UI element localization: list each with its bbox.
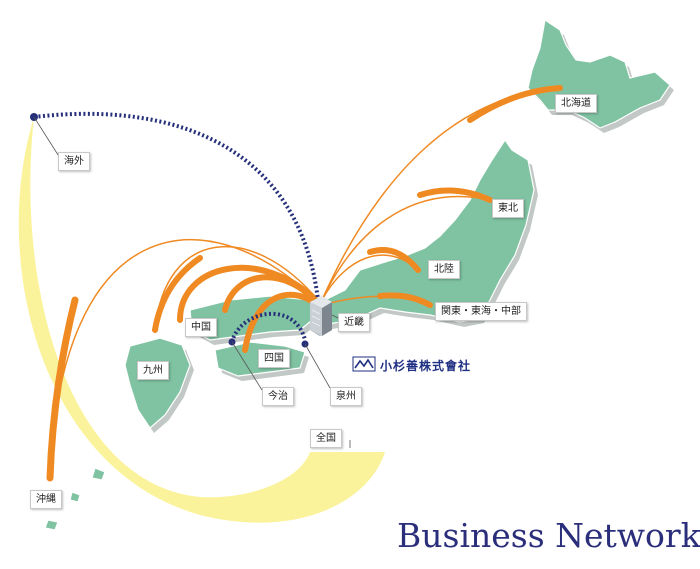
company-name: 小杉善株式會社 bbox=[380, 358, 472, 373]
domestic-routes bbox=[46, 85, 563, 482]
label-zenkoku: 全国 bbox=[310, 429, 342, 448]
southwest-islands bbox=[44, 467, 106, 531]
route-hokkaido-thick bbox=[467, 85, 563, 123]
company-logo-icon bbox=[352, 356, 376, 372]
route-imabari bbox=[230, 312, 307, 343]
company-brand: 小杉善株式會社 bbox=[353, 356, 471, 374]
dotted-routes bbox=[33, 111, 320, 343]
kyushu-island bbox=[124, 337, 191, 429]
route-overseas bbox=[33, 111, 320, 301]
page-title: Business Network bbox=[397, 516, 700, 555]
label-hokkaido: 北海道 bbox=[555, 94, 597, 113]
label-shikoku: 四国 bbox=[258, 349, 290, 368]
route-okinawa-thick bbox=[46, 296, 79, 482]
route-kanto-thick bbox=[377, 292, 433, 308]
headquarters-building-icon bbox=[310, 296, 332, 336]
route-chugoku-2 bbox=[222, 274, 321, 313]
label-kinki: 近畿 bbox=[338, 313, 370, 332]
hokkaido-island bbox=[527, 18, 671, 129]
route-tohoku bbox=[321, 195, 491, 301]
honshu-island bbox=[321, 138, 535, 326]
label-senshu: 泉州 bbox=[330, 387, 362, 406]
label-chugoku: 中国 bbox=[185, 318, 217, 337]
label-kanto-tokai-chubu: 関東・東海・中部 bbox=[435, 302, 527, 321]
label-tohoku: 東北 bbox=[492, 199, 524, 218]
route-hokuriku-thick bbox=[367, 247, 421, 273]
label-okinawa: 沖縄 bbox=[30, 490, 62, 509]
label-kyushu: 九州 bbox=[137, 361, 169, 380]
route-shikoku bbox=[242, 291, 321, 353]
route-kyushu-thick bbox=[152, 255, 203, 333]
label-kaigai: 海外 bbox=[58, 152, 90, 171]
label-imabari: 今治 bbox=[262, 387, 294, 406]
nationwide-band bbox=[18, 117, 386, 523]
route-tohoku-thick bbox=[417, 187, 493, 203]
route-kyushu bbox=[154, 245, 319, 331]
label-hokuriku: 北陸 bbox=[428, 260, 460, 279]
